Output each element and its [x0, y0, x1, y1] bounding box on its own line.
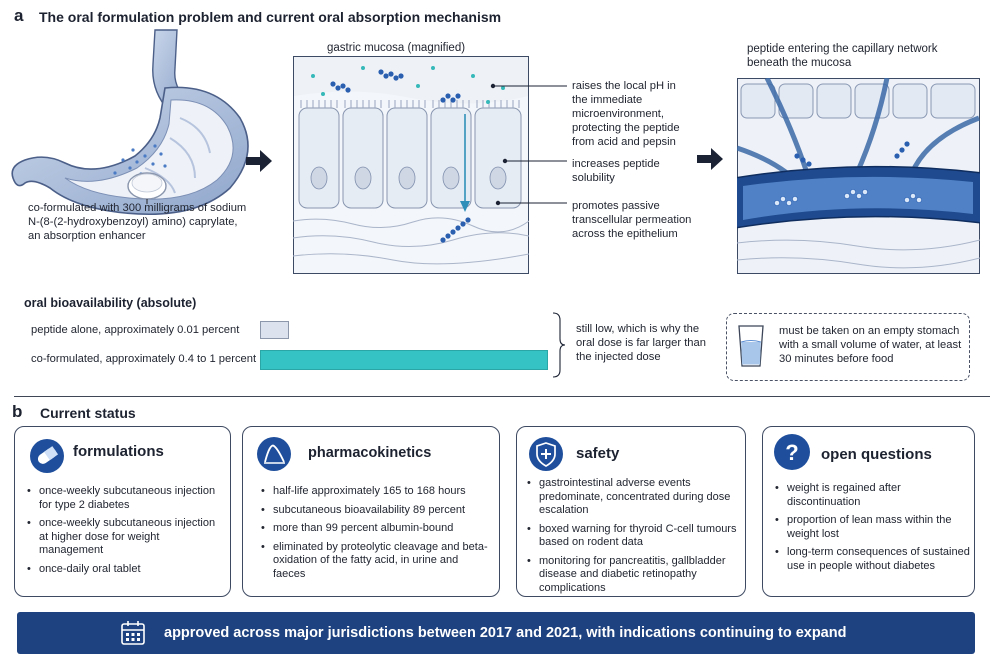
annotation-solubility: increases peptide solubility: [572, 158, 660, 184]
water-glass-icon: [738, 325, 764, 367]
list-item: proportion of lean mass within the weigh…: [775, 514, 971, 541]
list-item: gastrointestinal adverse events predomin…: [527, 477, 741, 518]
list-item: half-life approximately 165 to 168 hours: [261, 485, 493, 499]
panel-a-letter: a: [14, 6, 24, 25]
stomach-illustration: [11, 29, 249, 216]
dosing-note-text: must be taken on an empty stomach with a…: [779, 325, 962, 365]
card-title-pharmacokinetics: pharmacokinetics: [308, 445, 432, 461]
bar-track-peptide-alone: [260, 321, 548, 339]
gastric-mucosa-illustration: [293, 56, 529, 274]
approval-banner: approved across major jurisdictions betw…: [17, 612, 975, 654]
list-item: once-weekly subcutaneous injection for t…: [27, 485, 223, 512]
capillary-title: peptide entering the capillary network b…: [747, 43, 938, 69]
bar-track-co-formulated: [260, 350, 548, 370]
banner-text: approved across major jurisdictions betw…: [164, 625, 847, 641]
calendar-icon: [121, 621, 145, 645]
panel-b-title: Current status: [40, 405, 136, 421]
card-title-open-questions: open questions: [821, 446, 932, 463]
question-icon: ?: [774, 434, 810, 470]
bar-peptide-alone: [260, 321, 289, 339]
card-pharmacokinetics: pharmacokinetics half-life approximately…: [242, 426, 500, 597]
dosing-note-box: must be taken on an empty stomach with a…: [726, 313, 970, 381]
pk-curve-icon: [257, 437, 291, 471]
annotation-permeation: promotes passive transcellular permeatio…: [572, 200, 692, 240]
list-item: boxed warning for thyroid C-cell tumours…: [527, 523, 741, 550]
card-title-safety: safety: [576, 445, 620, 462]
list-item: weight is regained after discontinuation: [775, 482, 971, 509]
pill-icon: [30, 439, 64, 473]
card-open-questions: ? open questions weight is regained afte…: [762, 426, 975, 597]
section-divider: [14, 396, 990, 397]
svg-text:?: ?: [785, 440, 798, 465]
card-title-formulations: formulations: [73, 443, 164, 460]
bar-co-formulated: [260, 350, 548, 370]
shield-plus-icon: [529, 437, 563, 471]
capillary-illustration: [737, 78, 980, 274]
panel-a-title: The oral formulation problem and current…: [39, 9, 502, 25]
card-formulations: formulations once-weekly subcutaneous in…: [14, 426, 231, 597]
list-item: subcutaneous bioavailability 89 percent: [261, 504, 493, 518]
bioavailability-title: oral bioavailability (absolute): [24, 296, 197, 310]
formulations-list: once-weekly subcutaneous injection for t…: [27, 485, 223, 581]
bar-label-peptide-alone: peptide alone, approximately 0.01 percen…: [31, 324, 240, 336]
safety-list: gastrointestinal adverse events predomin…: [527, 477, 741, 600]
card-safety: safety gastrointestinal adverse events p…: [516, 426, 746, 597]
open-questions-list: weight is regained after discontinuation…: [775, 482, 971, 578]
mucosa-title: gastric mucosa (magnified): [327, 42, 466, 54]
list-item: once-weekly subcutaneous injection at hi…: [27, 517, 223, 558]
pharmacokinetics-list: half-life approximately 165 to 168 hours…: [261, 485, 493, 586]
list-item: long-term consequences of sustained use …: [775, 546, 971, 573]
bracket-icon: [552, 312, 566, 378]
list-item: monitoring for pancreatitis, gallbladder…: [527, 555, 741, 596]
annotation-ph: raises the local pH in the immediate mic…: [572, 80, 680, 148]
annotation-leaders: [529, 85, 567, 204]
list-item: more than 99 percent albumin-bound: [261, 522, 493, 536]
bioavailability-note: still low, which is why the oral dose is…: [576, 323, 706, 363]
list-item: once-daily oral tablet: [27, 563, 223, 577]
bar-label-co-formulated: co-formulated, approximately 0.4 to 1 pe…: [31, 353, 257, 365]
arrow-right-icon: [246, 150, 272, 172]
list-item: eliminated by proteolytic cleavage and b…: [261, 541, 493, 582]
stomach-caption: co-formulated with 300 milligrams of sod…: [28, 202, 247, 242]
arrow-right-icon: [697, 148, 723, 170]
panel-b-letter: b: [12, 402, 23, 421]
